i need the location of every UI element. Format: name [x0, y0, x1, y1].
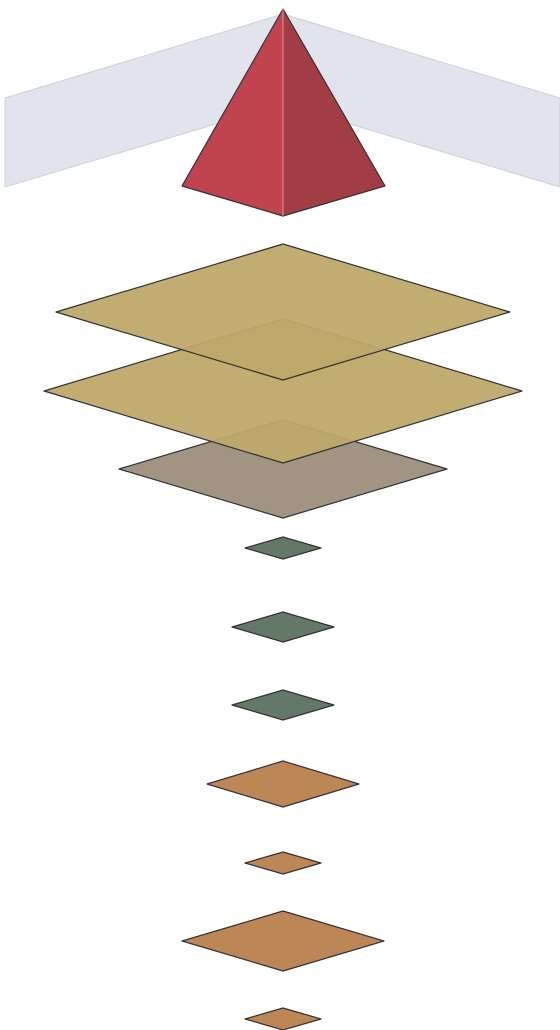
layer-6: [232, 690, 334, 720]
layers: [44, 244, 522, 1030]
layer-5: [232, 612, 334, 642]
layer-4: [245, 537, 321, 559]
layer-1: [56, 244, 510, 380]
layer-8: [245, 852, 321, 874]
layer-7: [207, 761, 359, 807]
layer-9: [182, 911, 384, 971]
layer-10: [245, 1008, 321, 1030]
